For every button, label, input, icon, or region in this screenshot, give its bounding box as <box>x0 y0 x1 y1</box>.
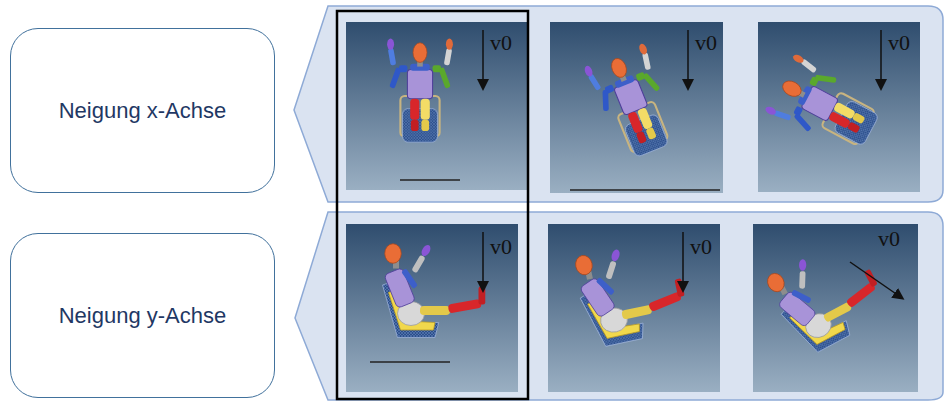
chevron-band <box>294 6 943 202</box>
velocity-arrow <box>850 262 902 298</box>
dummy-figure <box>387 39 460 180</box>
category-box: Neigung y-Achse <box>10 233 275 398</box>
dummy-figure <box>572 236 692 349</box>
velocity-label: v0 <box>690 236 712 258</box>
dummy-figure <box>370 243 485 362</box>
category-label: Neigung y-Achse <box>47 297 239 335</box>
sim-panel <box>346 224 518 392</box>
velocity-arrow <box>482 232 484 290</box>
velocity-arrow <box>482 30 484 88</box>
dummy-figure <box>570 43 720 190</box>
sim-panel <box>758 22 920 192</box>
dummy-figure <box>764 53 886 160</box>
velocity-label: v0 <box>695 32 717 54</box>
sim-panel <box>550 22 723 193</box>
velocity-label: v0 <box>888 32 910 54</box>
velocity-label: v0 <box>878 228 900 250</box>
sim-panel <box>346 22 527 190</box>
velocity-label: v0 <box>490 236 512 258</box>
sim-panel <box>548 224 720 392</box>
velocity-arrow <box>687 30 689 88</box>
velocity-label: v0 <box>490 32 512 54</box>
category-box: Neigung x-Achse <box>10 28 275 193</box>
category-label: Neigung x-Achse <box>47 92 239 130</box>
velocity-arrow <box>682 232 684 290</box>
sim-panel <box>753 224 918 392</box>
chevron-band <box>295 212 943 400</box>
dummy-figure <box>762 232 892 359</box>
highlight-frame <box>337 11 528 399</box>
velocity-arrow <box>880 30 882 88</box>
